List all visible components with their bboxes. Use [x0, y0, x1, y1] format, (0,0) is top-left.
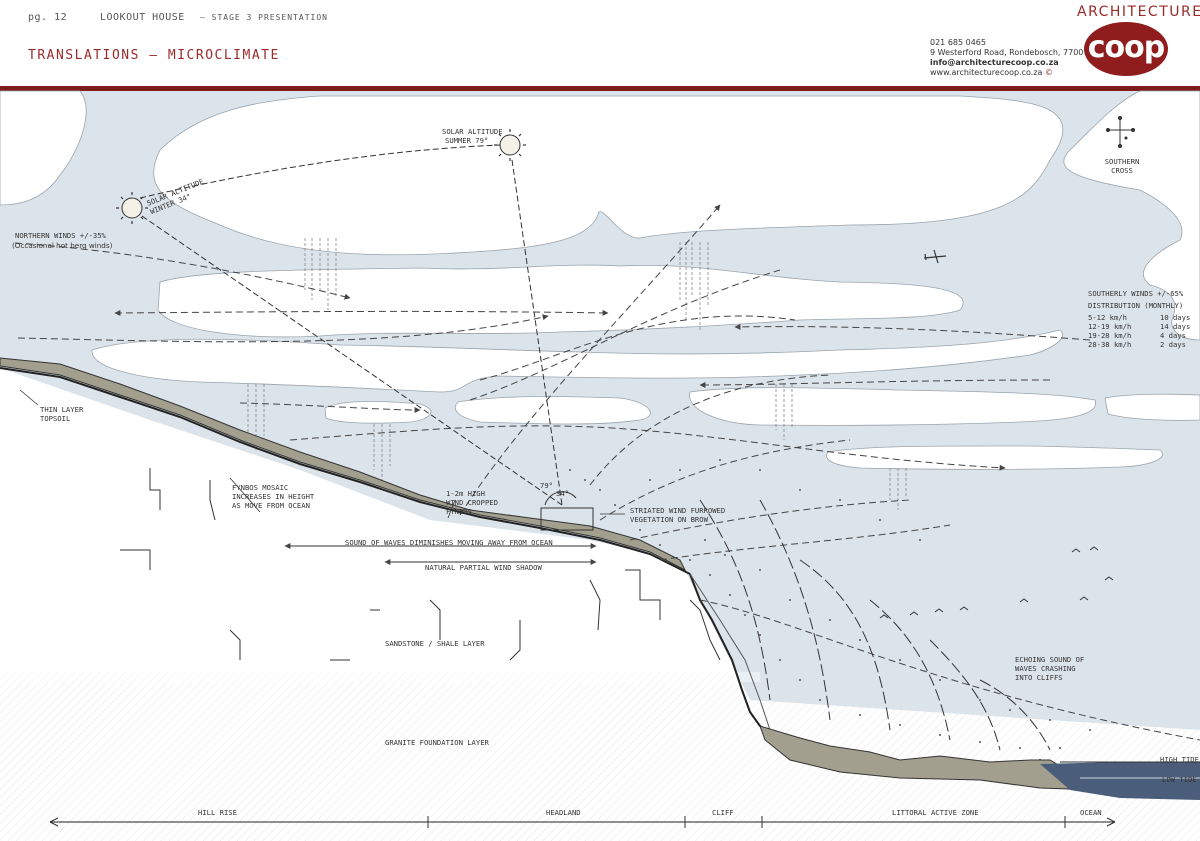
southerly-row-days: 2 days [1160, 340, 1186, 349]
website-link[interactable]: www.architecturecoop.co.za © [930, 68, 1053, 77]
coop-logo: coop [1084, 22, 1168, 76]
northern-winds-label: NORTHERN WINDS +/-35%(Occasional hot ber… [12, 231, 113, 250]
ocean [1040, 762, 1200, 800]
brand-wordmark: ARCHITECTURE [1077, 4, 1200, 20]
stage-label: – STAGE 3 PRESENTATION [200, 13, 328, 22]
southerly-row-speed: 12-19 km/h [1088, 322, 1131, 331]
rain-streaks [247, 238, 907, 510]
zone-labels: HILL RISE HEADLAND CLIFF LITTORAL ACTIVE… [198, 808, 1102, 817]
header-rule [0, 86, 1200, 91]
sandstone-label: SANDSTONE / SHALE LAYER [385, 639, 485, 648]
zone-label: LITTORAL ACTIVE ZONE [892, 808, 979, 817]
southerly-subtitle: DISTRIBUTION (MONTHLY) [1088, 301, 1183, 310]
low-tide-label: LOW TIDE [1162, 775, 1197, 784]
southern-cross-icon [1106, 116, 1135, 148]
leader-lines [19, 389, 625, 519]
airplane-icon [923, 249, 947, 264]
geology-fault-lines [120, 468, 721, 661]
phone: 021 685 0465 [930, 38, 986, 47]
sound-waves-label: SOUND OF WAVES DIMINISHES MOVING AWAY FR… [345, 538, 553, 547]
angle-winter-label: 34° [556, 489, 569, 498]
granite-label: GRANITE FOUNDATION LAYER [385, 738, 490, 747]
sun-winter-icon [116, 192, 148, 224]
project-name: LOOKOUT HOUSE [100, 12, 185, 23]
sun-summer-icon [494, 129, 526, 161]
birds-icon [879, 546, 1114, 619]
email-link[interactable]: info@architecturecoop.co.za [930, 58, 1059, 67]
page-number: pg. 12 [28, 12, 68, 23]
dimension-arrows [49, 543, 1116, 828]
granite-layer [0, 672, 1200, 841]
zone-label: HEADLAND [546, 808, 581, 817]
zone-label: CLIFF [712, 808, 734, 817]
cloud-bands [0, 90, 1200, 470]
angle-arc [544, 491, 577, 506]
zone-label: OCEAN [1080, 808, 1102, 817]
sea-spray-dots [569, 459, 1091, 749]
zone-label: HILL RISE [198, 808, 237, 817]
address: 9 Westerford Road, Rondebosch, 7700 [930, 48, 1084, 57]
southerly-row-days: 14 days [1160, 322, 1190, 331]
page-title: TRANSLATIONS — MICROCLIMATE [28, 48, 280, 63]
angle-summer-label: 79° [540, 481, 553, 490]
southerly-title: SOUTHERLY WINDS +/-65% [1088, 289, 1184, 298]
southerly-row-days: 10 days [1160, 313, 1190, 322]
striated-vegetation-lines [699, 499, 1051, 751]
southerly-row-speed: 28-38 km/h [1088, 340, 1131, 349]
southerly-row-speed: 5-12 km/h [1088, 313, 1127, 322]
solar-lines [139, 144, 563, 506]
lookout-house [540, 507, 594, 531]
wind-flow-arrows [14, 204, 1200, 741]
wind-shadow-label: NATURAL PARTIAL WIND SHADOW [425, 563, 543, 572]
southerly-row-speed: 19-28 km/h [1088, 331, 1131, 340]
topsoil-band [0, 357, 687, 572]
high-tide-label: HIGH TIDE [1160, 755, 1199, 764]
southerly-table: 5-12 km/h 10 days 12-19 km/h 14 days 19-… [1088, 313, 1190, 349]
contact-block: 021 685 0465 9 Westerford Road, Rondebos… [930, 38, 1083, 78]
southerly-row-days: 4 days [1160, 331, 1186, 340]
